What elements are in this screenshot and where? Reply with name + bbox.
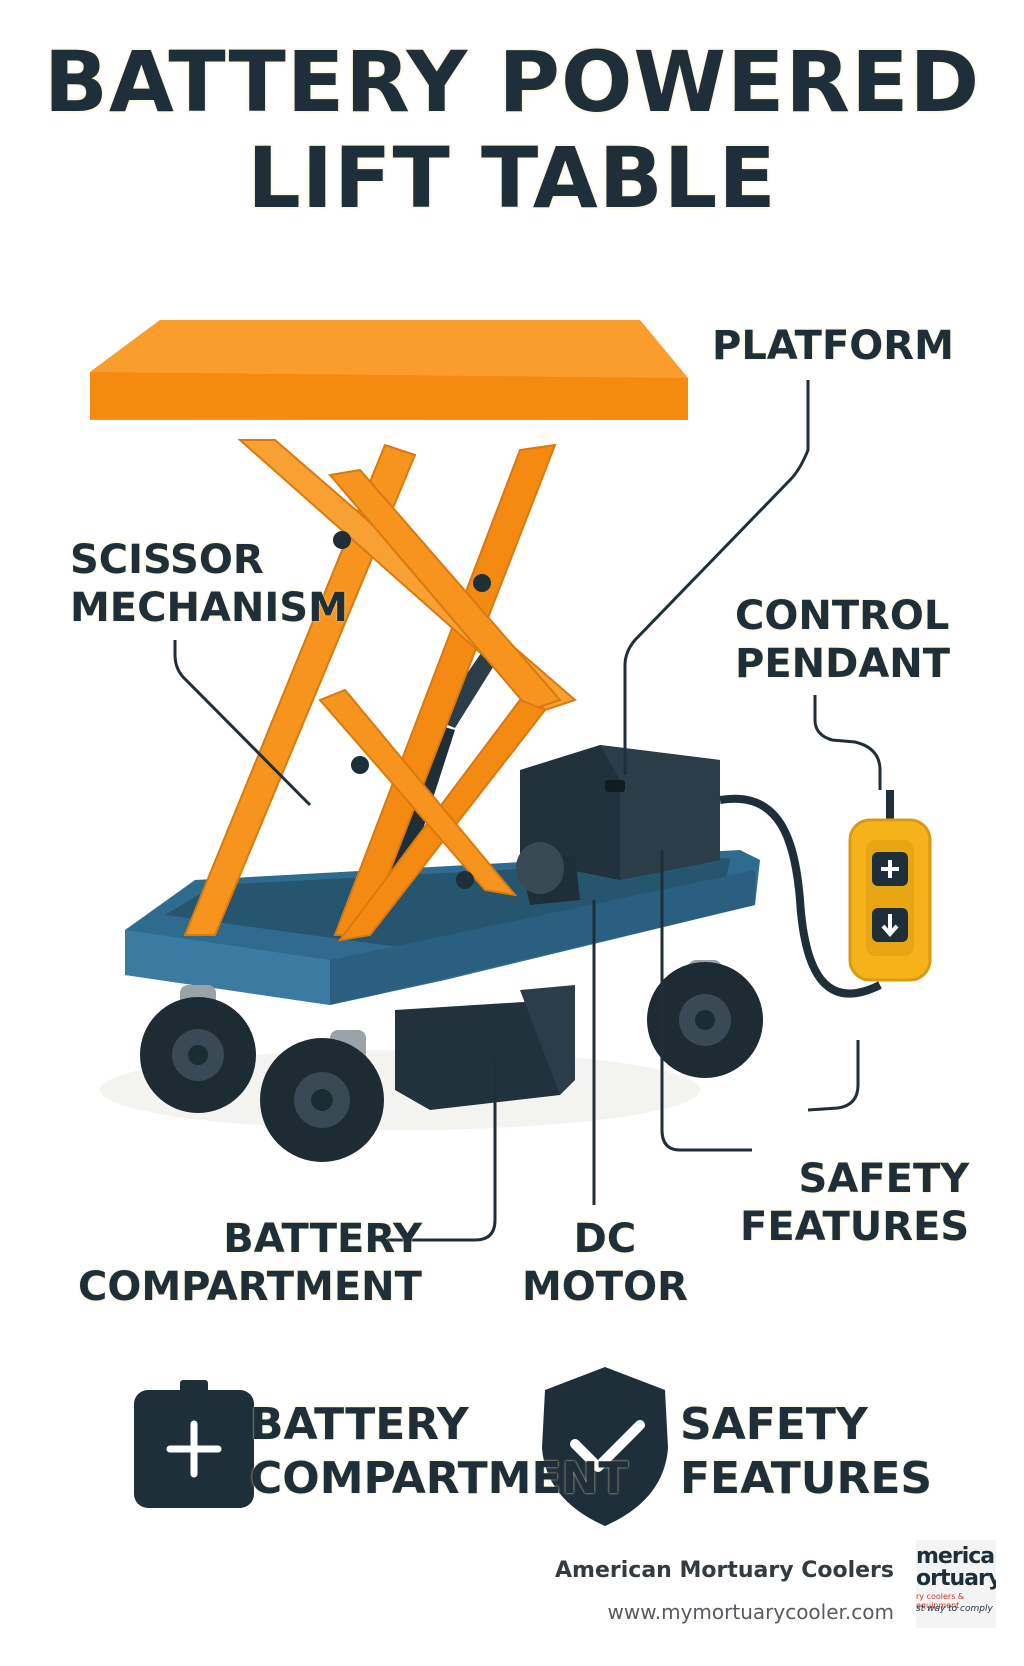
callout-safety-features: SAFETY FEATURES (740, 1156, 970, 1250)
title-line-2: LIFT TABLE (247, 129, 777, 227)
legend-safety-label: SAFETY FEATURES (680, 1399, 933, 1504)
leader-control (813, 695, 882, 790)
brand-url[interactable]: www.mymortuarycooler.com (607, 1600, 894, 1624)
callout-scissor-mechanism: SCISSOR MECHANISM (70, 537, 348, 631)
callout-platform: PLATFORM (712, 323, 954, 369)
leader-battery (370, 1060, 497, 1242)
pendant-cable (719, 794, 882, 998)
brand-logo: merican ortuary ry coolers & equipment s… (916, 1540, 996, 1628)
plus-icon (881, 860, 899, 878)
battery-icon (134, 1380, 254, 1508)
minus-icon (881, 914, 899, 938)
leader-lines (173, 380, 882, 1242)
page-title: BATTERY POWERED LIFT TABLE (0, 34, 1024, 226)
legend-battery-label: BATTERY COMPARTMENT (250, 1399, 629, 1504)
leader-platform (623, 380, 810, 775)
leader-scissor (173, 640, 312, 807)
callout-dc-motor: DC MOTOR (522, 1216, 688, 1310)
brand-name: American Mortuary Coolers (555, 1558, 894, 1583)
callout-control-pendant: CONTROL PENDANT (735, 593, 951, 687)
shield-check-icon (542, 1367, 668, 1526)
motor-housing (516, 745, 720, 905)
title-line-1: BATTERY POWERED (43, 33, 981, 131)
leader-safety-pendant (807, 1040, 860, 1112)
control-pendant (848, 818, 932, 982)
scissor-mechanism (183, 439, 577, 942)
wheel-front-left (140, 985, 256, 1113)
platform (90, 320, 688, 420)
wheel-rear-right (647, 960, 763, 1078)
wheel-front-center (260, 1030, 384, 1162)
battery-box (395, 985, 575, 1110)
callout-battery-compartment: BATTERY COMPARTMENT (78, 1216, 422, 1310)
leader-safety (660, 850, 752, 1152)
base-tray (125, 850, 760, 1005)
scissor-pivots (333, 531, 491, 889)
